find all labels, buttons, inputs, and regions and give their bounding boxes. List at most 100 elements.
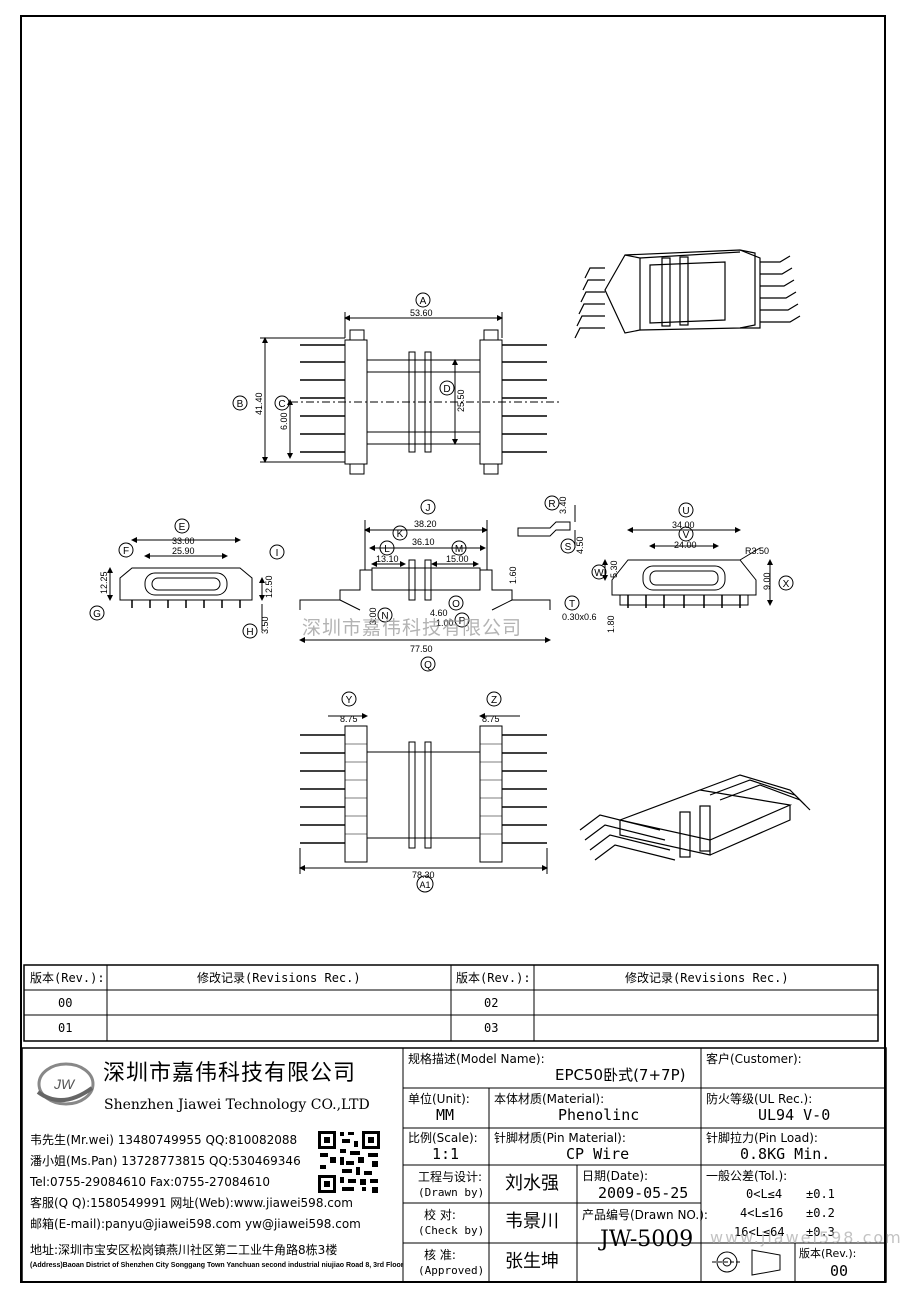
drawn-label-en: (Drawn by) — [418, 1186, 485, 1199]
svg-text:R: R — [548, 499, 555, 510]
label-R: R — [544, 495, 560, 511]
dim-C: 6.00 — [279, 412, 289, 430]
drawn-value: 刘水强 — [505, 1173, 559, 1194]
dim-1-80: 1.80 — [606, 615, 616, 633]
svg-text:A: A — [420, 296, 427, 307]
svg-text:X: X — [783, 579, 790, 590]
unit-label: 单位(Unit): — [408, 1092, 470, 1106]
dim-F: 25.90 — [172, 546, 195, 556]
label-B: B — [232, 395, 248, 411]
drawn-no-value: JW-5009 — [600, 1227, 694, 1252]
label-L: L — [379, 540, 395, 556]
svg-text:A1: A1 — [419, 880, 430, 890]
rev-row-03: 03 — [484, 1021, 499, 1035]
dim-S: 4.50 — [575, 536, 585, 554]
label-F: F — [118, 542, 134, 558]
model-label: 规格描述(Model Name): — [408, 1052, 545, 1066]
check-value: 韦景川 — [505, 1211, 559, 1232]
label-H: H — [242, 623, 258, 639]
label-I: I — [269, 544, 285, 560]
svg-text:V: V — [683, 530, 690, 541]
svg-text:Z: Z — [491, 695, 497, 706]
dim-P: 1.00 — [436, 618, 454, 628]
watermark-url: www.jiawei598.com — [710, 1228, 900, 1247]
material-label: 本体材质(Material): — [494, 1092, 605, 1106]
contact-pan: 潘小姐(Ms.Pan) 13728773815 QQ:530469346 — [30, 1154, 301, 1168]
iso-view-bottom — [579, 774, 811, 861]
dim-M: 15.00 — [446, 554, 469, 564]
company-name-cn: 深圳市嘉伟科技有限公司 — [103, 1061, 357, 1086]
ul-label: 防火等级(UL Rec.): — [706, 1092, 813, 1106]
tol-range-3: 16<L≤64 — [734, 1225, 785, 1239]
dim-N: 3.00 — [368, 607, 378, 625]
label-X: X — [778, 575, 794, 591]
svg-text:E: E — [179, 522, 186, 533]
label-P: P — [454, 612, 470, 628]
label-Y: Y — [341, 691, 357, 707]
dim-1-60: 1.60 — [508, 566, 518, 584]
dim-Q: 77.50 — [410, 644, 433, 654]
dim-H: 3.50 — [260, 616, 270, 634]
scale-label: 比例(Scale): — [408, 1131, 478, 1145]
svg-text:B: B — [237, 399, 244, 410]
label-D: D — [439, 380, 455, 396]
rev-row-00: 00 — [58, 996, 73, 1010]
dim-A1: 78.30 — [412, 870, 435, 880]
rev-header-4: 修改记录(Revisions Rec.) — [625, 971, 789, 985]
tol-range-2: 4<L≤16 — [740, 1206, 784, 1220]
pin-load-value: 0.8KG Min. — [740, 1145, 831, 1163]
dim-K: 36.10 — [412, 537, 435, 547]
svg-text:D: D — [443, 384, 450, 395]
dim-R350: R3.50 — [745, 546, 769, 556]
label-Z: Z — [486, 691, 502, 707]
svg-text:H: H — [246, 627, 253, 638]
rev-row-02: 02 — [484, 996, 499, 1010]
ul-value: UL94 V-0 — [758, 1106, 831, 1124]
check-label: 校 对: — [424, 1208, 456, 1222]
svg-text:J: J — [426, 503, 431, 514]
tol-value-2: ±0.2 — [806, 1206, 835, 1220]
svg-text:O: O — [452, 599, 460, 610]
company-name-en: Shenzhen Jiawei Technology CO.,LTD — [104, 1097, 370, 1113]
svg-text:K: K — [397, 529, 404, 540]
svg-text:S: S — [565, 542, 572, 553]
drawn-no-label: 产品编号(Drawn NO.): — [582, 1208, 708, 1222]
model-value: EPC50卧式(7+7P) — [555, 1066, 686, 1084]
svg-text:U: U — [682, 506, 689, 517]
pin-material-value: CP Wire — [566, 1145, 630, 1163]
dim-Z: 8.75 — [482, 714, 500, 724]
dim-D: 25.50 — [456, 389, 466, 412]
label-C: C — [274, 395, 290, 411]
approve-label: 核 准: — [424, 1248, 456, 1262]
svg-text:T: T — [569, 599, 575, 610]
svg-text:I: I — [276, 548, 279, 559]
label-Q: Q — [420, 656, 436, 672]
contact-email: 邮箱(E-mail):panyu@jiawei598.com yw@jiawei… — [30, 1217, 361, 1231]
date-label: 日期(Date): — [582, 1169, 649, 1183]
approve-value: 张生坤 — [505, 1251, 559, 1272]
rev-label: 版本(Rev.): — [799, 1247, 857, 1260]
label-A: A — [415, 292, 431, 308]
iso-view-top — [574, 249, 801, 339]
label-T: T — [564, 595, 580, 611]
label-K: K — [392, 525, 408, 541]
tol-value-3: ±0.3 — [806, 1225, 835, 1239]
dim-A: 53.60 — [410, 308, 433, 318]
top-view — [260, 312, 560, 475]
label-G: G — [89, 605, 105, 621]
tol-value-1: ±0.1 — [806, 1187, 835, 1201]
dim-E: 33.00 — [172, 536, 195, 546]
date-value: 2009-05-25 — [598, 1184, 689, 1202]
svg-text:N: N — [381, 611, 388, 622]
svg-text:C: C — [278, 399, 285, 410]
rev-header-3: 版本(Rev.): — [456, 971, 531, 985]
label-O: O — [448, 595, 464, 611]
contact-qq-web: 客服(Q Q):1580549991 网址(Web):www.jiawei598… — [30, 1196, 353, 1210]
unit-value: MM — [436, 1106, 455, 1124]
dim-T: 0.30x0.6 — [562, 612, 597, 622]
customer-label: 客户(Customer): — [706, 1052, 802, 1066]
front-view — [107, 537, 265, 630]
dim-G: 12.25 — [99, 571, 109, 594]
drawn-label: 工程与设计: — [418, 1170, 483, 1184]
watermark-company: 深圳市嘉伟科技有限公司 — [302, 617, 523, 639]
